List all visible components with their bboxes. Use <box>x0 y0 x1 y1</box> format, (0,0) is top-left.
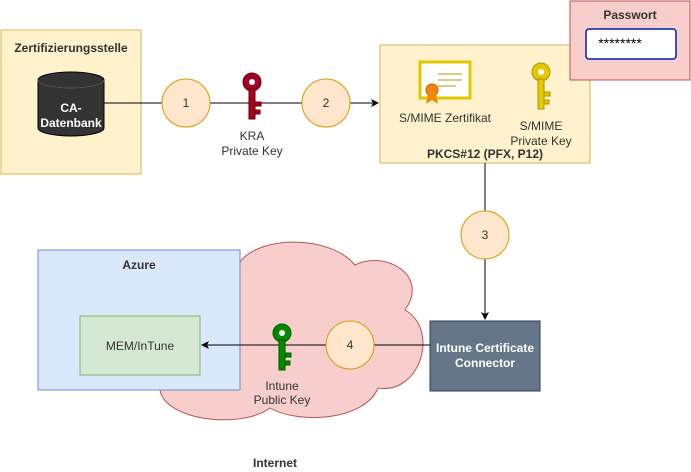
step-2-label: 2 <box>323 96 330 110</box>
internet-label: Internet <box>253 456 297 470</box>
mem-intune-box <box>79 315 201 376</box>
step-4-label: 4 <box>347 338 354 352</box>
connector-line2: Connector <box>455 356 515 370</box>
ca-db-line2: Datenbank <box>40 116 102 130</box>
certificate-icon <box>418 60 472 104</box>
kra-key-line2: Private Key <box>221 144 282 158</box>
smime-key-icon <box>531 62 551 110</box>
step-2-circle <box>301 78 351 128</box>
pkcs12-box <box>379 44 591 164</box>
kra-key-icon <box>242 72 262 120</box>
step-1-label: 1 <box>183 96 190 110</box>
kra-key-line1: KRA <box>240 129 265 143</box>
step-4-circle <box>325 320 375 370</box>
intune-key-line2: Public Key <box>254 393 311 407</box>
connector-line1: Intune Certificate <box>436 341 534 355</box>
intune-key-icon <box>272 323 292 371</box>
smime-key-line2: Private Key <box>510 134 571 148</box>
smime-key-line1: S/MIME <box>520 119 563 133</box>
cert-label: S/MIME Zertifikat <box>399 111 492 125</box>
step-3-circle <box>460 210 510 260</box>
pkcs12-box-title: PKCS#12 (PFX, P12) <box>427 147 543 161</box>
ca-box-title: Zertifizierungsstelle <box>14 41 128 55</box>
password-box-title: Passwort <box>603 8 656 22</box>
step-3-label: 3 <box>482 228 489 242</box>
mem-intune-label: MEM/InTune <box>106 339 175 353</box>
password-field[interactable] <box>585 28 677 60</box>
intune-connector-box <box>429 320 541 392</box>
ca-database <box>37 71 105 137</box>
azure-box-title: Azure <box>122 258 156 272</box>
ca-db-line1: CA- <box>60 101 81 115</box>
step-1-circle <box>161 78 211 128</box>
intune-key-line1: Intune <box>265 379 299 393</box>
password-value: ******** <box>598 35 642 51</box>
